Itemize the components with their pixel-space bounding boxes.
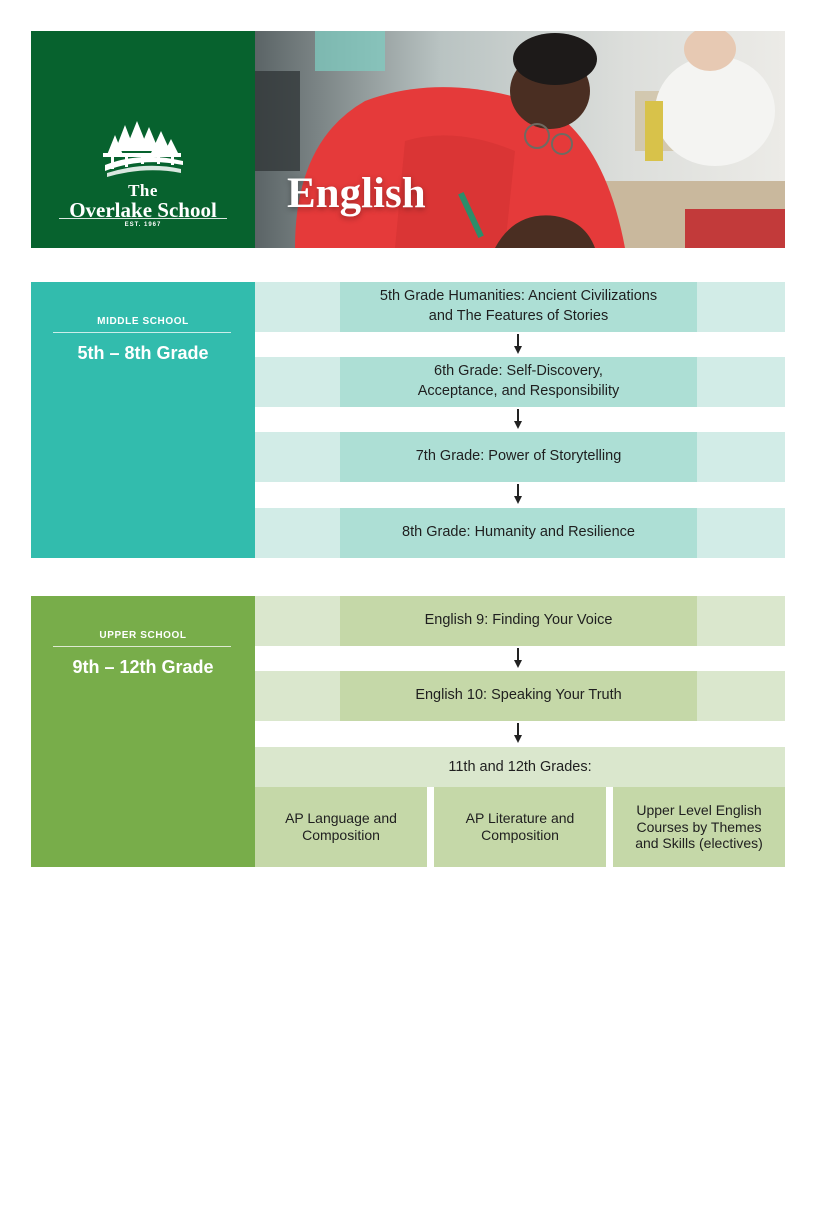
logo-divider — [59, 218, 227, 219]
school-logo: The Overlake School EST. 1967 — [31, 31, 255, 248]
course-box-5th: 5th Grade Humanities: Ancient Civilizati… — [340, 282, 697, 332]
logo-established: EST. 1967 — [31, 213, 255, 231]
upper-school-section: UPPER SCHOOL 9th – 12th Grade English 9:… — [31, 596, 785, 867]
middle-school-sidebar: MIDDLE SCHOOL 5th – 8th Grade — [31, 282, 255, 558]
course-box-ap-language: AP Language and Composition — [255, 787, 427, 867]
upper-school-grades: 9th – 12th Grade — [72, 657, 214, 677]
down-arrow-icon — [514, 332, 522, 357]
course-box-ap-literature: AP Literature and Composition — [434, 787, 606, 867]
middle-school-section: MIDDLE SCHOOL 5th – 8th Grade 5th Grade … — [31, 282, 785, 558]
course-row: 6th Grade: Self-Discovery, Acceptance, a… — [255, 357, 785, 407]
page-title: English — [287, 170, 426, 217]
side-divider — [53, 332, 231, 333]
down-arrow-icon — [514, 646, 522, 671]
down-arrow-icon — [514, 407, 522, 432]
student-writing-photo — [255, 31, 785, 248]
course-box-english-10: English 10: Speaking Your Truth — [340, 671, 697, 721]
header-banner: The Overlake School EST. 1967 — [31, 31, 785, 248]
upper-grades-heading: 11th and 12th Grades: — [255, 747, 785, 787]
course-box-8th: 8th Grade: Humanity and Resilience — [340, 508, 697, 558]
course-box-7th: 7th Grade: Power of Storytelling — [340, 432, 697, 482]
down-arrow-icon — [514, 482, 522, 507]
middle-school-grades: 5th – 8th Grade — [77, 343, 209, 363]
course-box-6th: 6th Grade: Self-Discovery, Acceptance, a… — [340, 357, 697, 407]
course-row: 8th Grade: Humanity and Resilience — [255, 508, 785, 558]
upper-school-sidebar: UPPER SCHOOL 9th – 12th Grade — [31, 596, 255, 867]
course-row: 5th Grade Humanities: Ancient Civilizati… — [255, 282, 785, 332]
upper-school-label: UPPER SCHOOL — [99, 630, 187, 641]
logo-text-the: The — [128, 181, 158, 200]
course-row: 7th Grade: Power of Storytelling — [255, 432, 785, 482]
course-box-english-9: English 9: Finding Your Voice — [340, 596, 697, 646]
course-row: English 9: Finding Your Voice — [255, 596, 785, 646]
down-arrow-icon — [514, 721, 522, 746]
trees-bridge-icon — [103, 121, 183, 177]
hero-photo: English — [255, 31, 785, 248]
middle-school-label: MIDDLE SCHOOL — [97, 316, 189, 327]
side-divider — [53, 646, 231, 647]
course-box-upper-level-electives: Upper Level English Courses by Themes an… — [613, 787, 785, 867]
course-row: English 10: Speaking Your Truth — [255, 671, 785, 721]
